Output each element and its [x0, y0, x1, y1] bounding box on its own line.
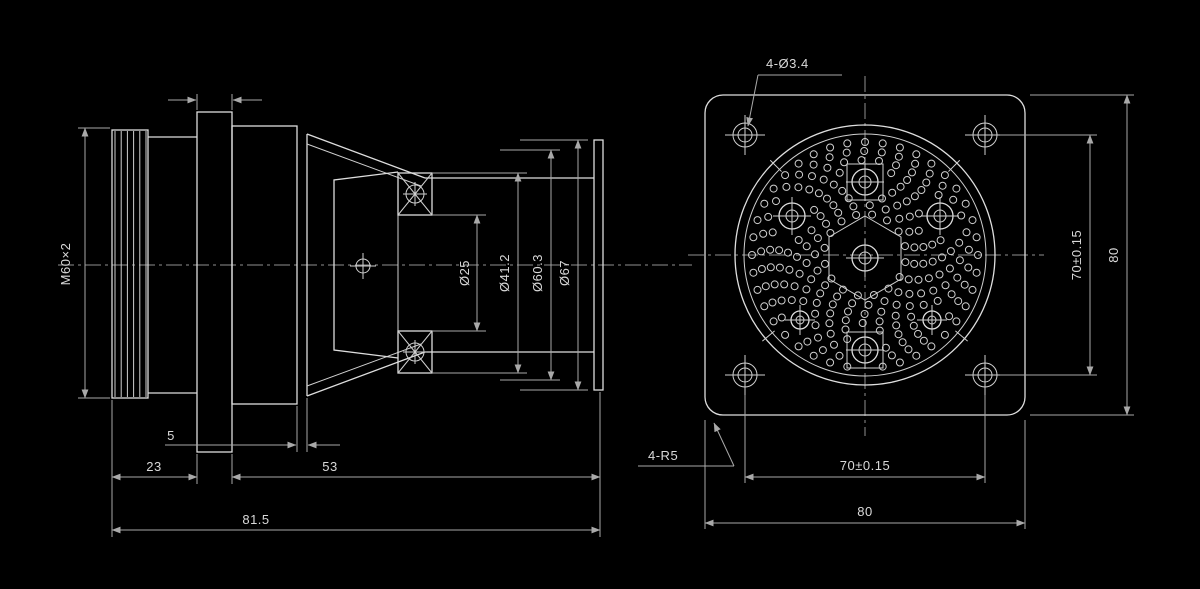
shell-cone — [306, 133, 594, 397]
dimension-dia-inner: Ø25 — [432, 214, 486, 332]
flange-width-label: 80 — [857, 504, 872, 519]
insert-center-mark — [350, 253, 376, 279]
shell-inner-circle — [743, 133, 987, 377]
total-length-label: 81.5 — [242, 512, 269, 527]
front-view: 4-Ø3.4 4-R5 70±0.15 80 70±0. — [638, 56, 1134, 529]
flange-plate — [196, 111, 233, 453]
mounting-flange-outline — [704, 94, 1026, 416]
thread-label: M60×2 — [58, 243, 73, 286]
callout-mounting-holes: 4-Ø3.4 — [746, 56, 842, 127]
dimension-dia-contacts: Ø41.2 — [432, 172, 527, 374]
flange-height-label: 80 — [1106, 247, 1121, 262]
square-contact-lower — [397, 330, 433, 374]
rear-length-label: 23 — [146, 459, 161, 474]
mounting-holes-label: 4-Ø3.4 — [766, 56, 809, 71]
dimension-rear-length: 23 — [111, 400, 198, 537]
dimension-hole-spacing-h: 70±0.15 — [744, 395, 986, 483]
flange-thickness-arrows — [168, 94, 262, 110]
front-rim — [593, 139, 604, 391]
dia-inner-label: Ø25 — [457, 260, 472, 286]
groove-width-label: 5 — [167, 428, 175, 443]
dimension-hole-spacing-v: 70±0.15 — [1000, 134, 1097, 376]
dia-contacts-label: Ø41.2 — [497, 254, 512, 292]
knurl-lines — [114, 131, 147, 397]
front-length-label: 53 — [322, 459, 337, 474]
insert-profile — [333, 171, 399, 359]
dimension-front-length: 53 — [231, 392, 601, 537]
callout-corner-radius: 4-R5 — [638, 422, 735, 467]
keyway-marks — [762, 159, 968, 342]
corner-radius-label: 4-R5 — [648, 448, 678, 463]
dia-shell-outer-label: Ø67 — [557, 260, 572, 286]
dia-shell-inner-label: Ø60.3 — [530, 254, 545, 292]
dimension-dia-shell-outer: Ø67 — [520, 139, 588, 391]
rear-knurl-body — [111, 129, 149, 399]
hole-spacing-h-label: 70±0.15 — [840, 458, 890, 473]
mounting-holes — [725, 115, 1005, 395]
pin-field — [748, 138, 982, 371]
dimension-groove: 5 — [165, 398, 340, 452]
dimension-flange-width: 80 — [704, 420, 1026, 529]
dimension-dia-shell-inner: Ø60.3 — [500, 149, 560, 381]
dimension-total-length: 81.5 — [111, 512, 601, 534]
square-contact-upper — [397, 172, 433, 216]
side-view: M60×2 Ø25 Ø41.2 Ø60.3 Ø67 — [58, 94, 692, 537]
center-contact-hex-outline — [828, 215, 902, 301]
large-contacts — [773, 163, 959, 369]
dimension-thread: M60×2 — [58, 127, 110, 399]
dimension-flange-height: 80 — [1030, 94, 1134, 416]
barrel-body — [231, 125, 298, 405]
hole-spacing-v-label: 70±0.15 — [1069, 230, 1084, 280]
shell-outer-circle — [734, 124, 996, 386]
